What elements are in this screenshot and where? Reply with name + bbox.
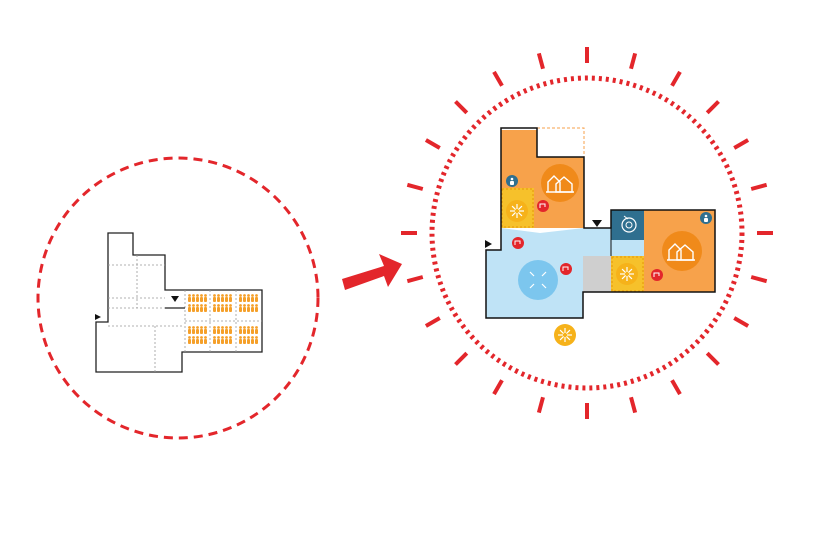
sun-ray	[705, 100, 720, 115]
sun-ray	[424, 138, 441, 150]
desk-cluster	[239, 326, 258, 344]
sun-ray	[536, 52, 545, 70]
new-boundary-circle	[429, 75, 745, 391]
sun-ray	[536, 396, 545, 414]
sun-ray	[750, 275, 768, 284]
sun-ray	[629, 52, 638, 70]
service-room	[583, 256, 611, 292]
new-plan-group	[401, 47, 773, 419]
sun-ray	[629, 396, 638, 414]
home-base-icon	[662, 231, 702, 271]
wc-icon	[700, 212, 712, 224]
sun-ray	[670, 70, 682, 87]
desk-cluster	[213, 326, 232, 344]
sun-ray	[705, 351, 720, 366]
classroom-zone-upper-extension	[536, 127, 585, 158]
classroom-desk-grid-icon	[188, 294, 258, 344]
new-plan-outline	[485, 127, 716, 319]
desk-cluster	[239, 294, 258, 312]
transformation-arrow-icon	[342, 254, 402, 290]
sun-ray	[670, 379, 682, 396]
entrance-triangle-icon	[95, 314, 101, 320]
water-tap-icon	[537, 200, 549, 212]
sun-activity-icon	[616, 263, 638, 285]
water-tap-icon	[560, 263, 572, 275]
existing-boundary-circle	[36, 156, 320, 440]
sun-ray	[406, 182, 424, 191]
water-tap-icon	[512, 200, 663, 281]
sun-ray	[492, 70, 504, 87]
sun-activity-icon	[506, 200, 528, 222]
sun-burst-ring	[401, 47, 773, 419]
sun-ray	[750, 182, 768, 191]
entrance-triangle-icon	[485, 240, 492, 248]
sun-ray	[492, 379, 504, 396]
home-base-icon	[541, 164, 579, 202]
sun-ray	[733, 138, 750, 150]
sun-activity-icon	[554, 324, 576, 346]
entrance-triangle-icon	[592, 220, 602, 227]
sun-ray	[733, 316, 750, 328]
desk-cluster	[188, 294, 207, 312]
desk-cluster	[188, 326, 207, 344]
sun-ray	[454, 100, 469, 115]
wc-icon	[506, 175, 518, 187]
common-learning-area-link	[583, 240, 644, 256]
existing-plan-outline	[95, 232, 263, 373]
washbasin-icon	[621, 215, 637, 233]
sun-ray	[454, 351, 469, 366]
compass-circle-icon	[518, 260, 558, 300]
wc-icon	[506, 175, 712, 224]
desk-cluster	[213, 294, 232, 312]
sun-ray	[424, 316, 441, 328]
sun-ray	[406, 275, 424, 284]
existing-plan-group	[36, 156, 320, 440]
entrance-triangle-icon	[171, 296, 179, 302]
water-tap-icon	[512, 237, 524, 249]
water-tap-icon	[651, 269, 663, 281]
wet-room	[611, 210, 644, 240]
